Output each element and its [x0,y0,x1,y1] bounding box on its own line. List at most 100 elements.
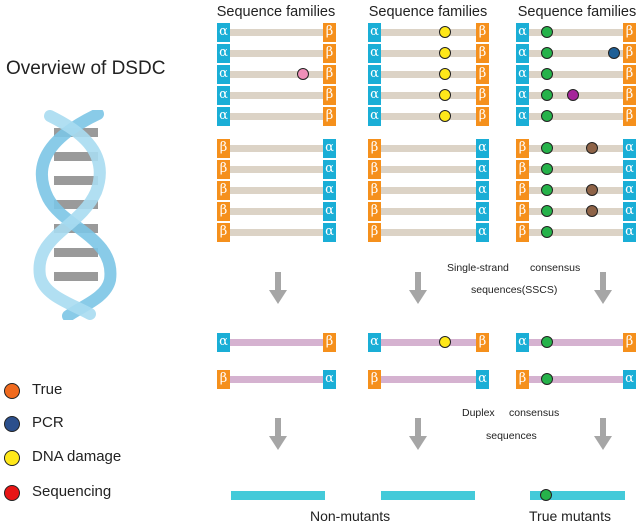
alpha-end-label: α [368,107,381,126]
beta-end-label: β [516,181,529,200]
beta-end-label: β [217,139,230,158]
alpha-end-label: α [323,139,336,158]
strand-bar [229,339,324,346]
true-mutation-mark [541,163,553,175]
strand-bar [528,29,624,36]
alpha-end-label: α [368,65,381,84]
beta-end-label: β [217,223,230,242]
strand-bar [229,29,324,36]
beta-end-label: β [368,160,381,179]
strand-bar [380,208,477,215]
beta-end-label: β [368,223,381,242]
alpha-end-label: α [476,223,489,242]
page-title: Overview of DSDC [6,58,166,79]
strand-bar [528,71,624,78]
beta-end-label: β [476,86,489,105]
column-header-1: Sequence families [216,4,336,20]
alpha-end-label: α [217,44,230,63]
beta-end-label: β [476,107,489,126]
down-arrow-icon [594,272,612,304]
down-arrow-icon [409,418,427,450]
legend-label-pcr: PCR [32,414,64,431]
beta-end-label: β [368,370,381,389]
beta-end-label: β [476,65,489,84]
strand-bar [380,376,477,383]
beta-end-label: β [516,160,529,179]
column-header-2: Sequence families [368,4,488,20]
duplex-consensus-bar [231,491,325,500]
true-mutation-mark [541,110,553,122]
alpha-end-label: α [323,223,336,242]
beta-end-label: β [323,86,336,105]
sscs-label-word-2: consensus [530,262,581,274]
strand-bar [229,145,324,152]
dcs-label-word-2: consensus [509,407,560,419]
true-mutation-icon [4,383,20,399]
strand-bar [528,229,624,236]
beta-end-label: β [323,107,336,126]
alpha-end-label: α [623,202,636,221]
alpha-end-label: α [476,139,489,158]
strand-bar [380,92,477,99]
alpha-end-label: α [476,181,489,200]
beta-end-label: β [476,44,489,63]
duplex-consensus-bar [381,491,475,500]
beta-end-label: β [323,65,336,84]
true-mutants-label: True mutants [529,508,611,524]
beta-end-label: β [217,370,230,389]
beta-end-label: β [323,23,336,42]
beta-end-label: β [623,23,636,42]
strand-bar [380,166,477,173]
beta-end-label: β [217,181,230,200]
strand-bar [380,71,477,78]
beta-end-label: β [368,181,381,200]
alpha-end-label: α [323,181,336,200]
beta-end-label: β [217,202,230,221]
sscs-label-word-1: Single-strand [447,262,509,274]
dna-damage-mark [439,336,451,348]
sequencing-error-mark [297,68,309,80]
beta-end-label: β [476,23,489,42]
true-mutation-mark [541,68,553,80]
pcr-error-icon [4,416,20,432]
alpha-end-label: α [368,23,381,42]
beta-end-label: β [476,333,489,352]
beta-end-label: β [516,370,529,389]
dna-damage-mark [439,68,451,80]
dna-damage-mark [439,26,451,38]
alpha-end-label: α [323,370,336,389]
beta-end-label: β [323,44,336,63]
error-mark [586,142,598,154]
alpha-end-label: α [516,333,529,352]
alpha-end-label: α [476,160,489,179]
alpha-end-label: α [368,86,381,105]
strand-bar [229,229,324,236]
down-arrow-icon [269,272,287,304]
alpha-end-label: α [516,44,529,63]
dna-damage-icon [4,450,20,466]
dcs-label-word-3: sequences [486,430,537,442]
true-mutation-mark [541,226,553,238]
alpha-end-label: α [476,202,489,221]
down-arrow-icon [409,272,427,304]
strand-bar [528,50,624,57]
dna-damage-mark [439,89,451,101]
beta-end-label: β [368,202,381,221]
